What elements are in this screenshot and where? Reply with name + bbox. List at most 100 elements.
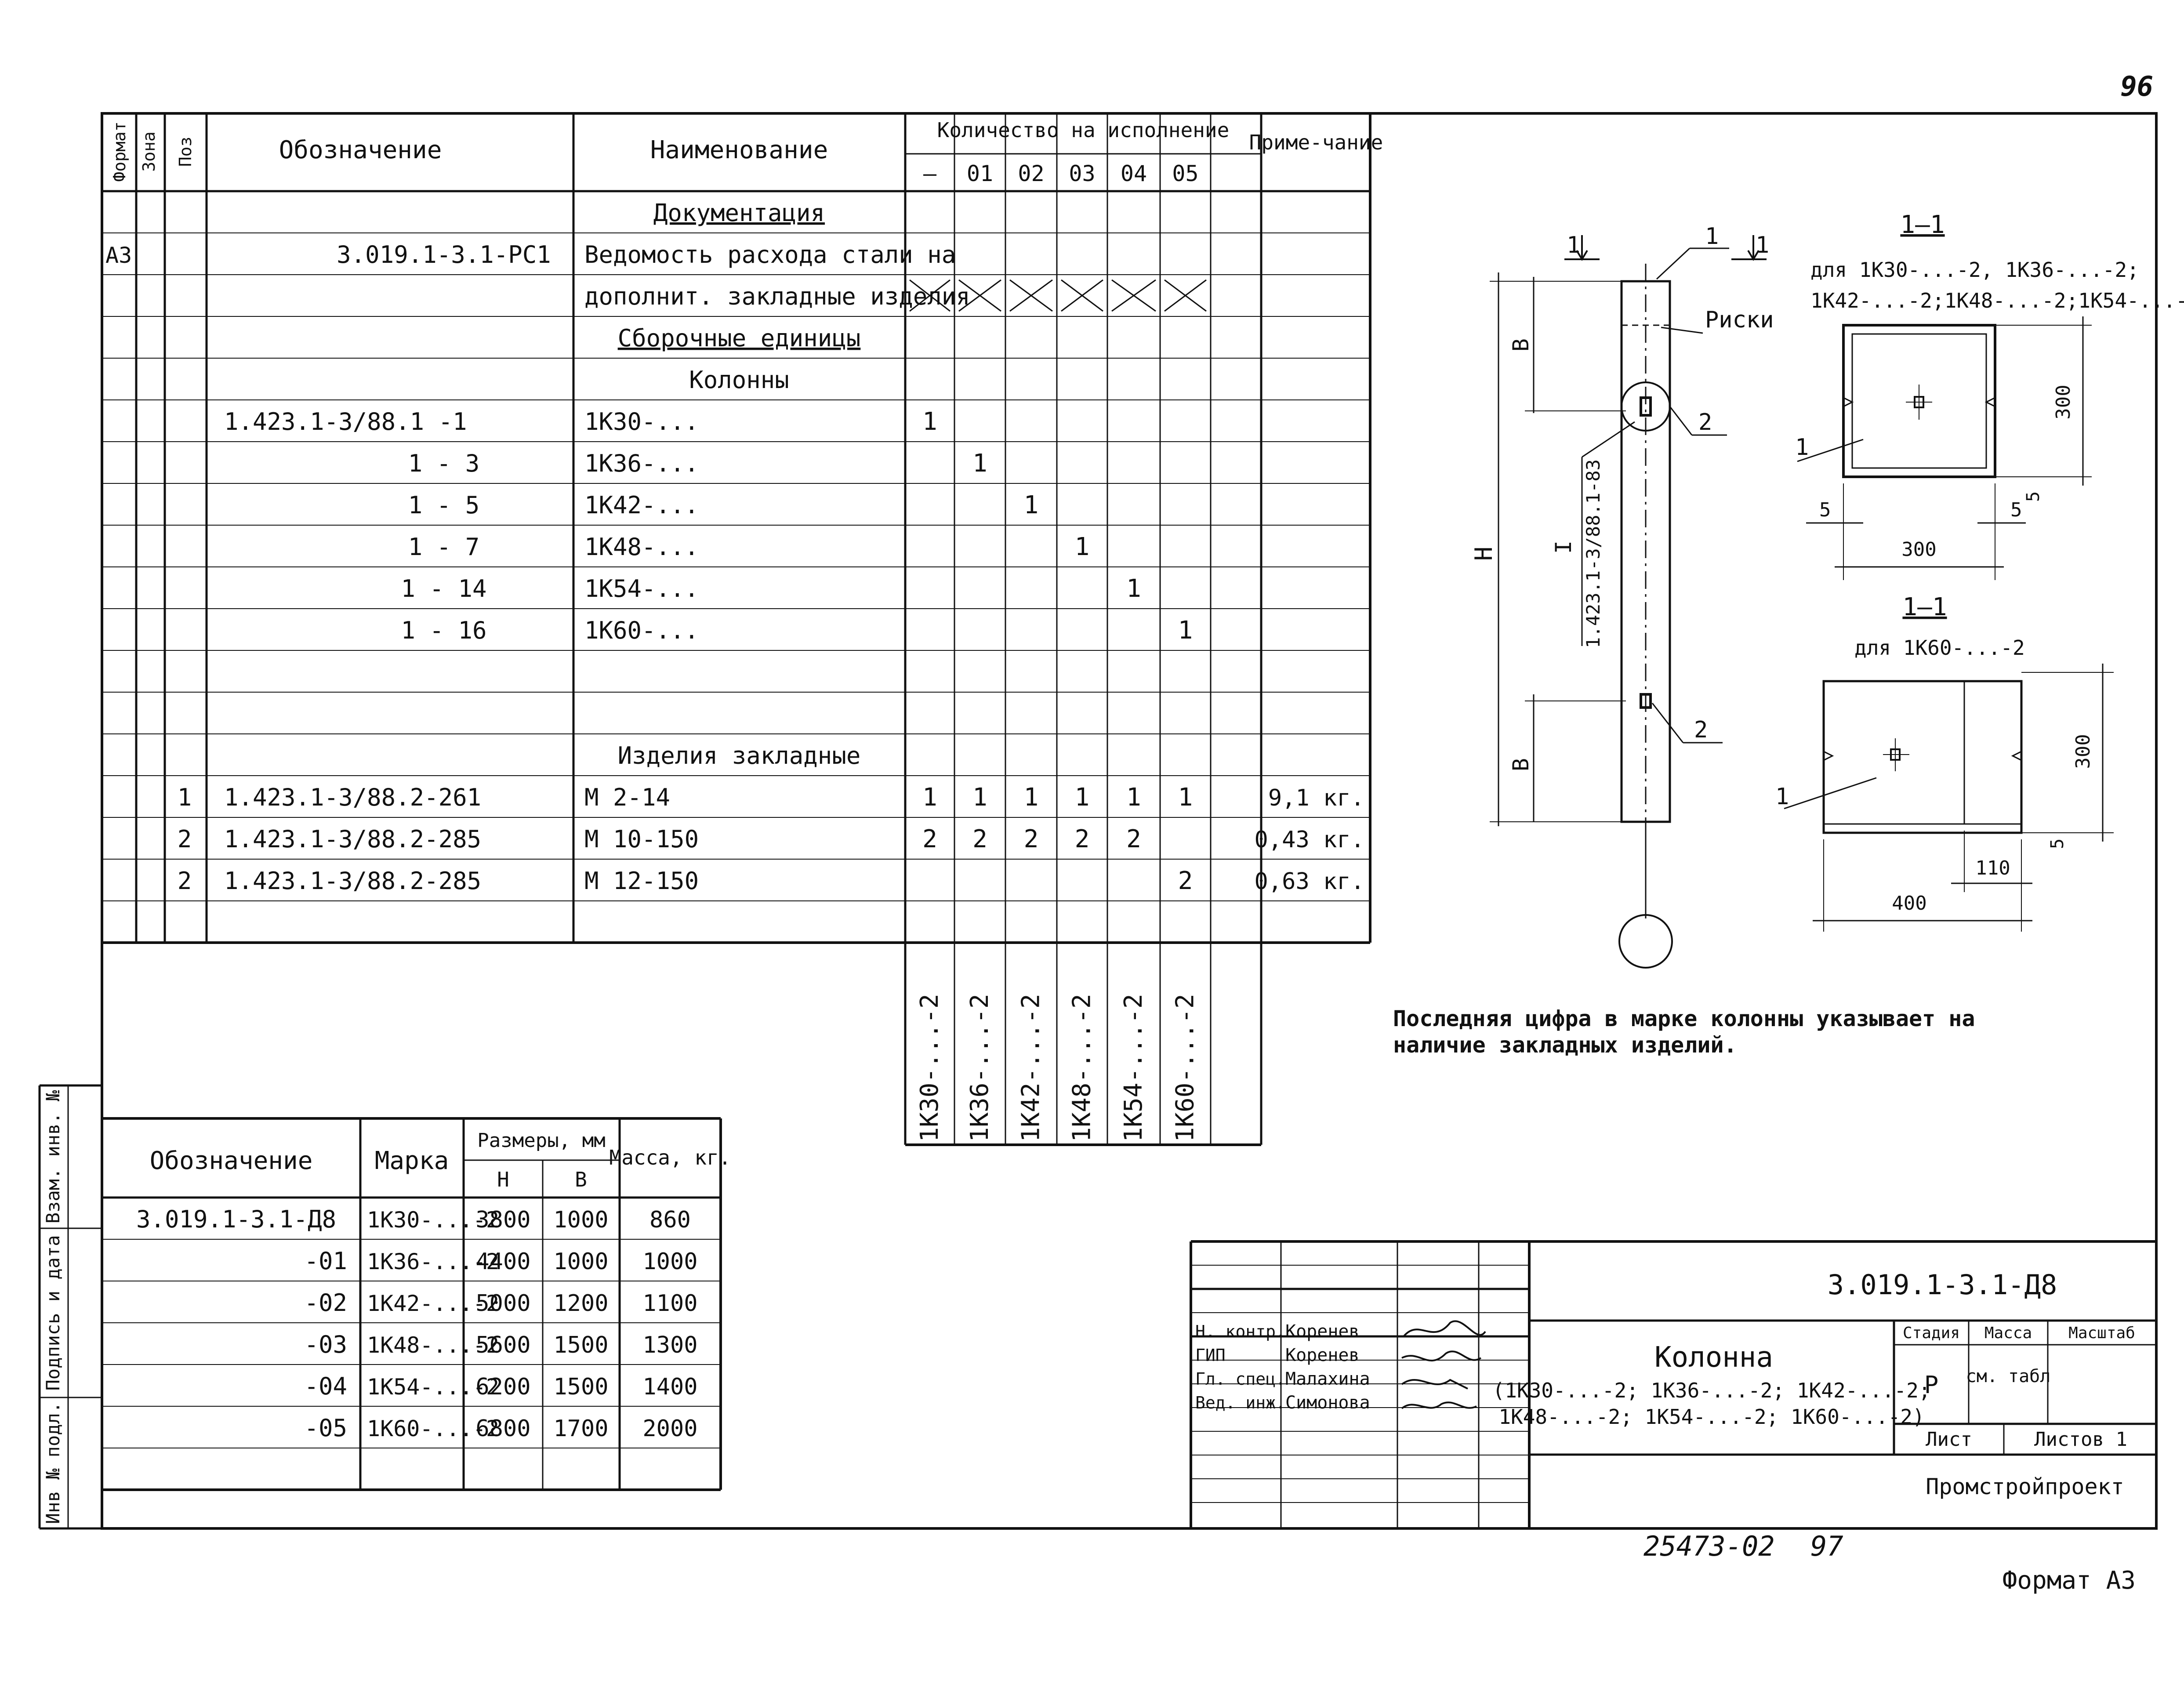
mass-cell-mass: 1100: [642, 1290, 697, 1317]
header-designation: Обозначение: [279, 136, 442, 164]
cell-name: 1К42-...: [584, 491, 699, 519]
detail-roman: I: [1551, 541, 1576, 554]
cell-quantity: 1: [1178, 616, 1193, 645]
pos-2-label-top: 2: [1698, 409, 1712, 436]
cell-quantity: 2: [1075, 825, 1090, 853]
signature: [1401, 1401, 1477, 1409]
variant-label: 1К54-...-2: [1119, 994, 1148, 1142]
connection-circle: [1618, 914, 1673, 969]
tb-subtitle-1: (1К30-...-2; 1К36-...-2; 1К42-...-2;: [1493, 1379, 1931, 1402]
cell-quantity: 1: [972, 449, 987, 478]
mass-cell-b: 1200: [553, 1290, 608, 1317]
section-b-dim-w: 400: [1892, 892, 1926, 915]
mass-header-h: Н: [497, 1168, 509, 1191]
cell-designation: 1 - 7: [408, 533, 480, 561]
section-b-dim-110: 110: [1975, 857, 2010, 879]
cell-name: 1К54-...: [584, 575, 699, 602]
mass-header-des: Обозначение: [150, 1147, 313, 1175]
variant-label: 1К60-...-2: [1171, 994, 1200, 1142]
cell-heading: Документация: [653, 199, 825, 227]
section-a-dim-h: 300: [2052, 385, 2075, 419]
header-variant: 01: [967, 161, 993, 186]
cell-quantity: 2: [1126, 825, 1141, 853]
section-b-title: 1–1: [1902, 593, 1947, 621]
pos-2-label-bottom: 2: [1694, 717, 1708, 743]
mass-cell-des: -04: [304, 1372, 347, 1400]
header-pos: Поз: [176, 137, 195, 167]
section-a-dim-5b: 5: [2010, 499, 2022, 521]
cell-pos: 1: [178, 784, 192, 811]
tb-sheets-label: Листов 1: [2034, 1428, 2127, 1451]
mass-header-mark: Марка: [375, 1147, 449, 1175]
pos-1-label: 1: [1705, 223, 1719, 250]
cell-name: М 12-150: [584, 867, 699, 895]
cell-name: дополнит. закладные изделия: [584, 283, 970, 310]
cross-mark: [1061, 279, 1103, 312]
tb-name: Коренев: [1285, 1345, 1360, 1365]
section-a-outer: [1842, 324, 1996, 478]
mass-cell-des: -01: [304, 1247, 347, 1275]
signature: [1401, 1350, 1482, 1362]
dim-B-bottom: В: [1508, 758, 1534, 771]
cell-quantity: 2: [1024, 825, 1039, 853]
tb-doc-code: 3.019.1-3.1-Д8: [1828, 1269, 2057, 1301]
mass-cell-b: 1000: [553, 1207, 608, 1233]
footer-sheet-number: 97: [1810, 1530, 1843, 1562]
cell-designation: 1 - 16: [401, 617, 486, 644]
cell-quantity: 1: [1075, 783, 1090, 812]
section-mark-right: 1: [1756, 232, 1769, 258]
tb-role: ГИП: [1195, 1346, 1226, 1365]
section-a-dim-5a: 5: [1819, 499, 1831, 521]
sheet-frame: [101, 112, 2158, 1530]
section-a-pos: 1: [1795, 434, 1809, 461]
cell-name: Ведомость расхода стали на: [584, 241, 956, 269]
mass-cell-mass: 2000: [642, 1415, 697, 1442]
tb-org: Промстройпроект: [1926, 1474, 2124, 1499]
cell-quantity: 1: [1075, 533, 1090, 561]
section-b-dim-5: 5: [2047, 838, 2068, 849]
variant-label: 1К36-...-2: [965, 994, 994, 1142]
mass-cell-des: 3.019.1-3.1-Д8: [136, 1205, 336, 1233]
column-elevation: Н В В 1.423.1-3/88.1-83 I Риски 1 1 1 2 …: [1470, 223, 1774, 969]
signature: [1401, 1379, 1468, 1390]
cell-quantity: 1: [1126, 574, 1141, 603]
cell-name: 1К60-...: [584, 617, 699, 644]
cell-name: 1К30-...: [584, 408, 699, 436]
mass-cell-h: 5600: [475, 1332, 530, 1358]
dim-B-top: В: [1508, 338, 1534, 352]
cell-quantity: 1: [1126, 783, 1141, 812]
variant-label: 1К30-...-2: [915, 994, 944, 1142]
header-variant: –: [923, 161, 937, 186]
section-b-dim-h: 300: [2072, 734, 2094, 769]
tb-subtitle-2: 1К48-...-2; 1К54-...-2; 1К60-...-2): [1498, 1405, 1924, 1429]
side-stamp-label: Подпись и дата: [42, 1235, 64, 1390]
mass-cell-mark: 1К54-...-2: [367, 1374, 499, 1400]
cell-designation: 1.423.1-3/88.2-261: [224, 784, 481, 811]
cell-name: 1К48-...: [584, 533, 699, 561]
section-b-pos: 1: [1775, 784, 1789, 810]
cell-designation: 1.423.1-3/88.1 -1: [224, 408, 467, 436]
cell-designation: 1 - 3: [408, 450, 480, 477]
header-quantity: Количество на исполнение: [937, 118, 1230, 142]
cell-quantity: 1: [922, 407, 937, 436]
section-b-caption: для 1К60-...-2: [1854, 636, 2025, 660]
tb-name: Симонова: [1285, 1393, 1370, 1413]
header-variant: 02: [1018, 161, 1044, 186]
side-stamp-label: Взам. инв. №: [42, 1090, 64, 1223]
tb-mass-label: Масса: [1984, 1324, 2032, 1342]
section-b: 1–1 для 1К60-...-2 1 300 5 400 110: [1775, 593, 2114, 932]
cell-note: 0,43 кг.: [1255, 827, 1364, 853]
mass-header-dims: Размеры, мм: [477, 1129, 605, 1152]
cross-mark: [1111, 279, 1156, 312]
mass-cell-des: -03: [304, 1331, 347, 1358]
tb-sheet-label: Лист: [1926, 1428, 1972, 1451]
header-variant: 05: [1172, 161, 1198, 186]
inventory-number: 25473-02: [1643, 1530, 1775, 1562]
detail-reference: 1.423.1-3/88.1-83: [1582, 459, 1604, 648]
cell-pos: 2: [178, 825, 192, 853]
